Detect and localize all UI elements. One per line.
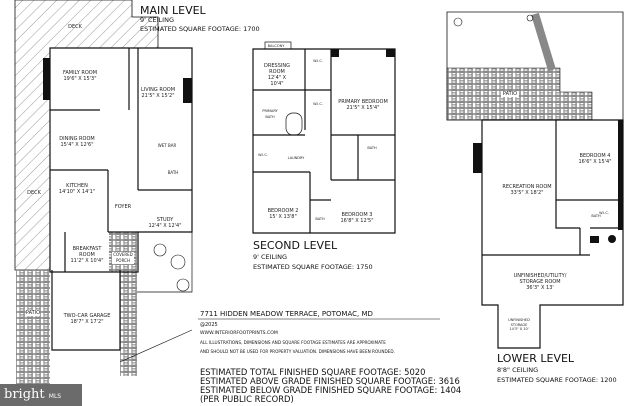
room-deck-side: DECK — [27, 190, 41, 196]
room-deck: DECK — [68, 24, 82, 30]
room-wic-lower: W.I.C. — [599, 211, 609, 215]
room-bath-upper: BATH — [367, 146, 377, 150]
room-foyer: FOYER — [114, 204, 132, 210]
main-level-ceiling: 9' CEILING — [140, 16, 174, 24]
disclaimer-line-1: ALL ILLUSTRATIONS, DIMENSIONS AND SQUARE… — [200, 340, 386, 345]
room-patio: PATIO — [25, 310, 41, 316]
second-level-sqft: ESTIMATED SQUARE FOOTAGE: 1750 — [253, 263, 373, 271]
main-level-plan — [14, 0, 193, 400]
second-level-ceiling: 9' CEILING — [253, 253, 287, 261]
watermark-brand: bright — [4, 387, 45, 402]
property-address: 7711 HIDDEN MEADOW TERRACE, POTOMAC, MD — [200, 310, 373, 318]
total-sqft: ESTIMATED TOTAL FINISHED SQUARE FOOTAGE:… — [200, 367, 426, 377]
second-level-plan — [252, 41, 396, 234]
lower-level-ceiling: 8'8" CEILING — [497, 366, 539, 374]
website: WWW.INTERIORFOOTPRINTS.COM — [200, 331, 278, 336]
public-record-note: (PER PUBLIC RECORD) — [200, 394, 294, 404]
bright-mls-watermark: bright MLS — [0, 384, 82, 406]
lower-level-sqft: ESTIMATED SQUARE FOOTAGE: 1200 — [497, 376, 617, 384]
room-bath-hall: BATH — [315, 217, 325, 221]
room-wic-1: W.I.C. — [313, 59, 323, 63]
second-level-title: SECOND LEVEL — [253, 239, 338, 252]
room-bath-lower: BATH — [591, 214, 601, 218]
room-balcony: BALCONY — [267, 44, 285, 48]
room-wic-2: W.I.C. — [313, 102, 323, 106]
lower-level-plan — [446, 11, 624, 349]
above-grade-sqft: ESTIMATED ABOVE GRADE FINISHED SQUARE FO… — [200, 376, 460, 386]
disclaimer-line-2: AND SHOULD NOT BE USED FOR PROPERTY VALU… — [200, 349, 395, 354]
copyright: @2025 — [200, 322, 218, 328]
main-level-title: MAIN LEVEL — [140, 4, 206, 17]
main-level-sqft: ESTIMATED SQUARE FOOTAGE: 1700 — [140, 25, 260, 33]
room-covered-porch: COVERED PORCH — [112, 252, 134, 264]
lower-level-title: LOWER LEVEL — [497, 352, 575, 365]
room-primary-bath: PRIMARY BATH — [262, 109, 278, 119]
room-lower-patio: PATIO — [500, 91, 520, 97]
watermark-suffix: MLS — [48, 393, 62, 400]
room-bath: BATH — [167, 170, 179, 175]
below-grade-sqft: ESTIMATED BELOW GRADE FINISHED SQUARE FO… — [200, 385, 462, 395]
room-wic-3: W.I.C. — [258, 153, 268, 157]
room-laundry: LAUNDRY — [287, 156, 305, 160]
room-wet-bar: WET BAR — [157, 143, 177, 148]
